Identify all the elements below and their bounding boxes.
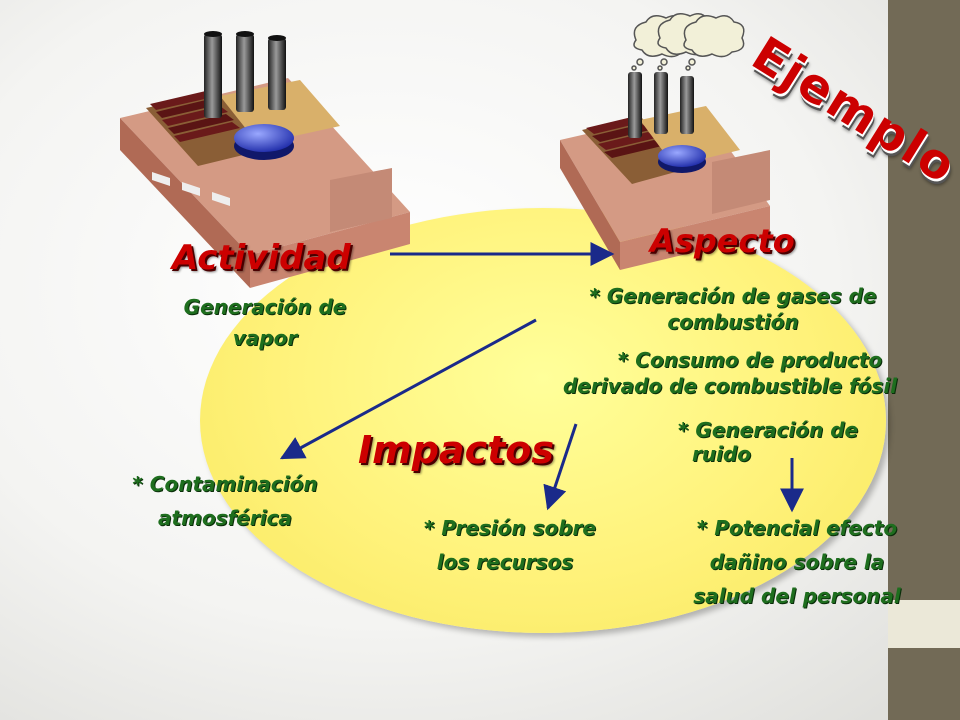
impactos-heading: Impactos	[358, 428, 554, 472]
impactos-item1-line1: * Contaminación	[132, 472, 318, 496]
arrow-to-contaminacion	[279, 318, 537, 460]
impactos-item3-line2: dañino sobre la	[709, 550, 885, 574]
aspecto-item1-line1: * Generación de gases de	[589, 284, 877, 308]
arrows	[279, 242, 804, 513]
smoke-cloud-icon	[631, 13, 745, 71]
aspecto-item3-line1: * Generación de	[678, 418, 859, 442]
actividad-line1: Generación de	[183, 295, 347, 319]
polluting-factory-icon	[560, 72, 770, 270]
impactos-item2-line1: * Presión sobre	[424, 516, 596, 540]
aspecto-item2-line2: derivado de combustible fósil	[562, 374, 898, 398]
impactos-item3-line1: * Potencial efecto	[696, 516, 898, 540]
actividad-line2: vapor	[232, 326, 298, 350]
aspecto-heading: Aspecto	[650, 222, 795, 260]
aspecto-item1-line2: combustión	[667, 310, 799, 334]
aspecto-item3-line2: ruido	[692, 442, 752, 466]
actividad-heading: Actividad	[172, 238, 351, 278]
impactos-item3-line3: salud del personal	[693, 584, 901, 608]
arrow-to-presion	[543, 423, 578, 511]
sidebar-accent-block	[888, 600, 960, 648]
factory-icon	[120, 31, 410, 288]
background-ellipse	[200, 208, 886, 633]
impactos-item1-line2: atmosférica	[158, 506, 292, 530]
aspecto-item2-line1: * Consumo de producto	[617, 348, 883, 372]
impactos-item2-line2: los recursos	[436, 550, 574, 574]
